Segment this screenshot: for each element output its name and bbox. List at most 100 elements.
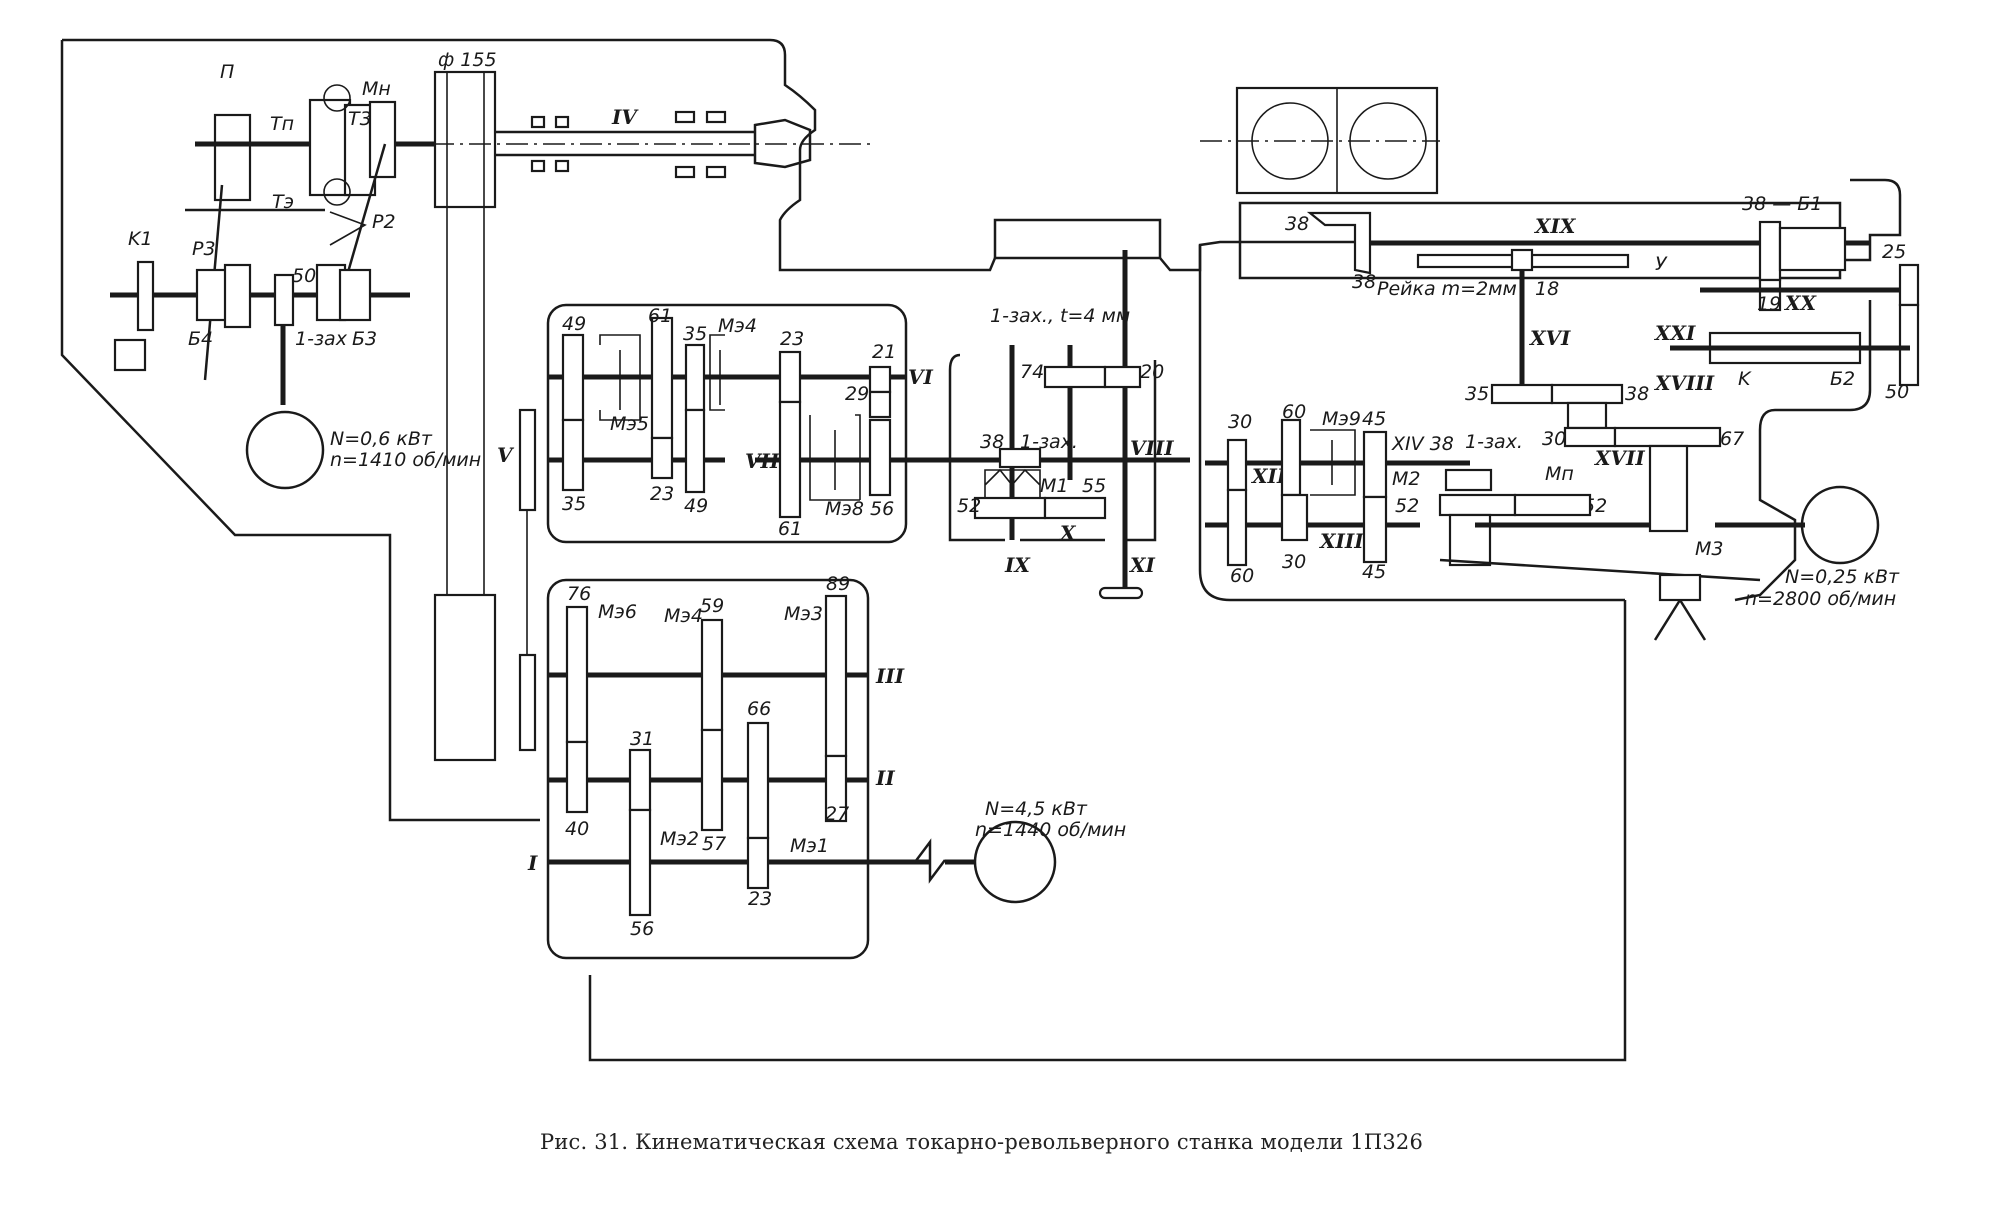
svg-text:Рейка m=2мм: Рейка m=2мм xyxy=(1377,278,1517,300)
label-shaft-V: V xyxy=(497,443,515,467)
svg-text:74: 74 xyxy=(1020,361,1044,383)
svg-text:1-зах.: 1-зах. xyxy=(1465,431,1523,453)
svg-text:Mэ4: Mэ4 xyxy=(718,315,757,337)
svg-text:38: 38 xyxy=(1352,271,1376,293)
label-shaft-VII: VII xyxy=(745,449,780,473)
svg-text:30: 30 xyxy=(1542,428,1566,450)
svg-text:M3: M3 xyxy=(1695,538,1723,560)
bed-outline xyxy=(62,38,1902,272)
svg-text:Mэ9: Mэ9 xyxy=(1322,408,1361,430)
label-shaft-XX: XX xyxy=(1783,291,1818,315)
apron-labels: 1-зах., t=4 мм 74 20 38 1-зах. M1 55 52 xyxy=(957,305,1164,517)
svg-text:K: K xyxy=(1738,368,1752,390)
svg-text:38 — Б1: 38 — Б1 xyxy=(1742,193,1822,215)
svg-text:M2: M2 xyxy=(1392,468,1420,490)
label-B3: Б3 xyxy=(352,328,377,350)
svg-text:76: 76 xyxy=(567,583,591,605)
svg-text:19: 19 xyxy=(1757,293,1781,315)
svg-text:61: 61 xyxy=(648,305,672,327)
svg-text:66: 66 xyxy=(747,698,771,720)
svg-text:Mэ2: Mэ2 xyxy=(660,828,699,850)
svg-text:89: 89 xyxy=(826,573,850,595)
label-T3: T3 xyxy=(348,108,372,130)
label-Mn: Mн xyxy=(362,78,391,100)
label-shaft-III: III xyxy=(875,664,905,688)
svg-text:56: 56 xyxy=(630,918,654,940)
label-shaft-XIII: XIII xyxy=(1318,529,1364,553)
figure-caption: Рис. 31. Кинематическая схема токарно-ре… xyxy=(540,1130,1424,1154)
svg-text:Mэ1: Mэ1 xyxy=(790,835,829,857)
label-B4: Б4 xyxy=(188,328,213,350)
label-shaft-I: I xyxy=(527,851,538,875)
svg-text:50: 50 xyxy=(1885,381,1909,403)
svg-text:49: 49 xyxy=(684,495,708,517)
svg-text:Mэ6: Mэ6 xyxy=(598,601,637,623)
svg-text:45: 45 xyxy=(1362,408,1386,430)
label-worm-gear: 50 xyxy=(292,265,316,287)
svg-text:18: 18 xyxy=(1535,278,1559,300)
label-P2: P2 xyxy=(372,211,396,233)
svg-text:31: 31 xyxy=(630,728,654,750)
motor-rapid xyxy=(1800,485,1880,565)
label-K1: K1 xyxy=(128,228,153,250)
svg-text:23: 23 xyxy=(748,888,772,910)
svg-text:Mэ5: Mэ5 xyxy=(610,413,649,435)
label-shaft-X: X xyxy=(1058,521,1077,545)
svg-text:61: 61 xyxy=(778,518,802,540)
motor-main xyxy=(973,820,1057,904)
label-shaft-IV: IV xyxy=(611,105,639,129)
bed-bottom xyxy=(588,600,1627,1062)
label-shaft-XXI: XXI xyxy=(1653,321,1696,345)
label-shaft-VI: VI xyxy=(908,365,934,389)
svg-text:35: 35 xyxy=(562,493,586,515)
svg-text:40: 40 xyxy=(565,818,589,840)
svg-text:52: 52 xyxy=(1395,495,1419,517)
motor-rapid-speed: n=2800 об/мин xyxy=(1745,588,1896,610)
svg-text:Mэ4: Mэ4 xyxy=(664,605,703,627)
label-Tsub: Tэ xyxy=(272,191,294,213)
motor-feed-speed: n=1410 об/мин xyxy=(330,449,481,471)
svg-text:38: 38 xyxy=(1285,213,1309,235)
feed-gearbox-housing xyxy=(546,303,908,544)
svg-text:20: 20 xyxy=(1140,361,1164,383)
svg-text:67: 67 xyxy=(1720,428,1744,450)
label-P3: P3 xyxy=(192,238,216,260)
svg-text:60: 60 xyxy=(1230,565,1254,587)
svg-text:55: 55 xyxy=(1082,475,1106,497)
svg-text:Б2: Б2 xyxy=(1830,368,1855,390)
svg-text:21: 21 xyxy=(872,341,896,363)
svg-text:38: 38 xyxy=(1625,383,1649,405)
pulley-phi155 xyxy=(433,70,497,209)
main-gearbox-housing xyxy=(546,578,870,960)
label-shaft-XVI: XVI xyxy=(1528,326,1571,350)
svg-text:49: 49 xyxy=(562,313,586,335)
svg-text:27: 27 xyxy=(825,803,849,825)
svg-text:59: 59 xyxy=(700,595,724,617)
svg-text:35: 35 xyxy=(1465,383,1489,405)
bed-left xyxy=(60,40,540,822)
pulley-lower xyxy=(433,593,497,762)
motor-feed-power: N=0,6 кВт xyxy=(330,428,433,450)
motor-rapid-power: N=0,25 кВт xyxy=(1785,566,1900,588)
svg-text:Mп: Mп xyxy=(1545,463,1574,485)
svg-text:23: 23 xyxy=(780,328,804,350)
svg-text:30: 30 xyxy=(1228,411,1252,433)
motor-main-power: N=4,5 кВт xyxy=(985,798,1088,820)
svg-text:38: 38 xyxy=(980,431,1004,453)
svg-text:45: 45 xyxy=(1362,561,1386,583)
label-worm: 1-зах xyxy=(295,328,348,350)
label-P: П xyxy=(220,61,234,83)
label-shaft-XII: XII xyxy=(1250,464,1287,488)
svg-text:52: 52 xyxy=(957,495,981,517)
svg-text:35: 35 xyxy=(683,323,707,345)
main-gear-labels: 76 40 59 57 66 23 89 27 31 56 Mэ6 Mэ4 Mэ… xyxy=(565,573,850,940)
label-shaft-XI: XI xyxy=(1128,553,1156,577)
label-shaft-II: II xyxy=(875,766,895,790)
label-pulley: ф 155 xyxy=(438,49,497,71)
svg-text:29: 29 xyxy=(845,383,869,405)
svg-text:1-зах.: 1-зах. xyxy=(1020,431,1078,453)
motor-main-speed: n=1440 об/мин xyxy=(975,819,1126,841)
svg-text:25: 25 xyxy=(1882,241,1906,263)
motor-feed xyxy=(245,410,325,490)
